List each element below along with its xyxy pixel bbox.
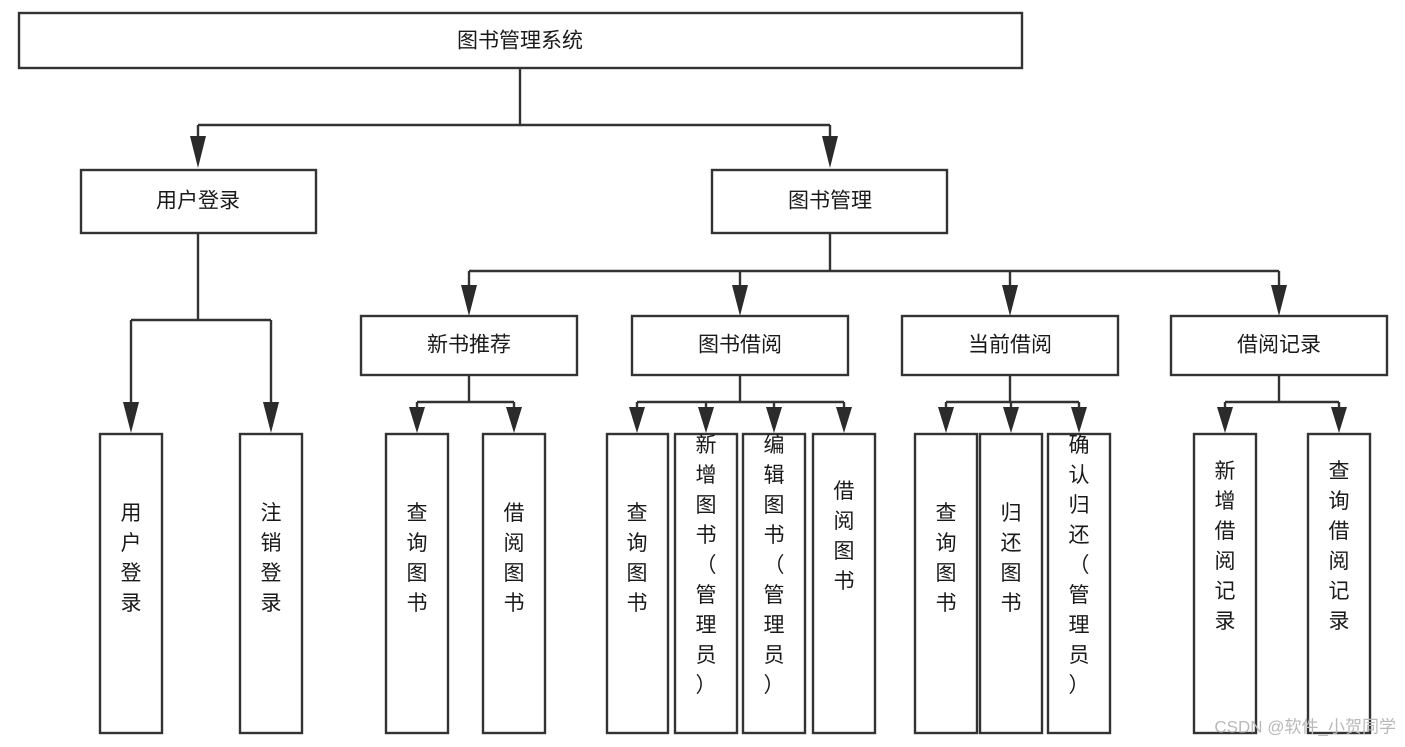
node-user-login[interactable]: 用户登录 [79, 168, 318, 235]
leaf-node[interactable]: 查询图书 [913, 432, 979, 735]
arrowhead-borrow-record [1271, 285, 1287, 316]
arrowhead-bb-leaf-3 [766, 407, 782, 433]
leaf-cb-return-book-box[interactable] [978, 432, 1044, 735]
node-current-borrow-label: 当前借阅 [968, 334, 1052, 357]
leaf-user-login-box[interactable] [98, 432, 164, 735]
node-new-book-recommend-label: 新书推荐 [427, 334, 511, 357]
leaf-node[interactable]: 编辑图书（管理员） [741, 432, 807, 735]
node-borrow-record[interactable]: 借阅记录 [1169, 314, 1389, 377]
leaf-node[interactable]: 借阅图书 [811, 432, 877, 735]
leaf-nb-query-book-box[interactable] [384, 432, 450, 735]
node-borrow-record-label: 借阅记录 [1237, 334, 1321, 357]
node-user-login-box[interactable] [79, 168, 318, 235]
leaf-bb-edit-book-label: 编辑图书（管理员） [764, 434, 785, 697]
arrowhead-bb-leaf-2 [698, 407, 714, 433]
leaf-user-login-label: 用户登录 [121, 502, 142, 615]
leaf-nb-query-book-label: 查询图书 [407, 502, 428, 615]
connector-group-borrow-record [1217, 375, 1347, 433]
node-book-management-label: 图书管理 [788, 190, 872, 213]
leaf-node[interactable]: 查询借阅记录 [1306, 432, 1372, 735]
arrowhead-nb-leaf-1 [409, 407, 425, 433]
leaf-node[interactable]: 新增借阅记录 [1192, 432, 1258, 735]
arrowhead-br-leaf-2 [1331, 407, 1347, 433]
connector-group-new-book [409, 375, 522, 433]
arrowhead-new-book [461, 285, 477, 316]
leaf-bb-edit-book-box[interactable] [741, 432, 807, 735]
leaf-node[interactable]: 查询图书 [384, 432, 450, 735]
node-root-box[interactable] [17, 11, 1024, 70]
arrowhead-br-leaf-1 [1217, 407, 1233, 433]
leaf-nb-borrow-book-box[interactable] [481, 432, 547, 735]
leaf-cb-confirm-return-label: 确认归还（管理员） [1069, 434, 1090, 697]
leaf-node[interactable]: 归还图书 [978, 432, 1044, 735]
node-root-label: 图书管理系统 [457, 30, 583, 53]
node-new-book-recommend[interactable]: 新书推荐 [359, 314, 579, 377]
leaf-node[interactable]: 新增图书（管理员） [673, 432, 739, 735]
node-book-borrow[interactable]: 图书借阅 [630, 314, 850, 377]
arrowhead-leaf-user-login [123, 402, 139, 433]
leaf-cb-confirm-return-box[interactable] [1046, 432, 1112, 735]
leaf-node[interactable]: 查询图书 [605, 432, 670, 735]
node-new-book-recommend-box[interactable] [359, 314, 579, 377]
node-current-borrow[interactable]: 当前借阅 [900, 314, 1120, 377]
node-book-borrow-box[interactable] [630, 314, 850, 377]
leaf-node[interactable]: 确认归还（管理员） [1046, 432, 1112, 735]
arrowhead-cb-leaf-2 [1003, 407, 1019, 433]
arrowhead-cb-leaf-1 [938, 407, 954, 433]
arrowhead-book-mgmt [822, 136, 838, 168]
leaf-node[interactable]: 注销登录 [238, 432, 304, 735]
arrowhead-current-borrow [1002, 285, 1018, 316]
leaf-br-add-record-box[interactable] [1192, 432, 1258, 735]
leaf-bb-query-book-box[interactable] [605, 432, 670, 735]
leaf-nb-borrow-book-label: 借阅图书 [504, 502, 525, 615]
arrowhead-leaf-logout [263, 402, 279, 433]
leaf-logout-box[interactable] [238, 432, 304, 735]
connector-group-book-mgmt [461, 233, 1287, 316]
leaf-node[interactable]: 借阅图书 [481, 432, 547, 735]
node-current-borrow-box[interactable] [900, 314, 1120, 377]
node-book-borrow-label: 图书借阅 [698, 334, 782, 357]
leaf-cb-return-book-label: 归还图书 [1001, 502, 1022, 615]
connector-group-current-borrow [938, 375, 1087, 433]
node-borrow-record-box[interactable] [1169, 314, 1389, 377]
arrowhead-nb-leaf-2 [506, 407, 522, 433]
leaf-br-query-record-box[interactable] [1306, 432, 1372, 735]
arrowhead-cb-leaf-3 [1071, 407, 1087, 433]
node-root[interactable]: 图书管理系统 [17, 11, 1024, 70]
leaf-br-query-record-label: 查询借阅记录 [1329, 460, 1350, 633]
node-user-login-label: 用户登录 [156, 190, 240, 213]
arrowhead-book-borrow [732, 285, 748, 316]
leaf-bb-add-book-box[interactable] [673, 432, 739, 735]
connector-group-user-login [123, 233, 279, 433]
leaf-bb-borrow-book-box[interactable] [811, 432, 877, 735]
arrowhead-user-login [190, 136, 206, 168]
watermark-label: CSDN @软件_小贺同学 [1214, 717, 1396, 736]
leaf-bb-add-book-label: 新增图书（管理员） [696, 434, 717, 697]
connector-group-root [190, 68, 838, 168]
node-book-management-box[interactable] [710, 168, 949, 235]
leaf-logout-label: 注销登录 [261, 502, 282, 615]
leaf-br-add-record-label: 新增借阅记录 [1215, 460, 1236, 633]
connector-group-book-borrow [629, 375, 852, 433]
leaf-node[interactable]: 用户登录 [98, 432, 164, 735]
leaf-bb-query-book-label: 查询图书 [627, 502, 648, 615]
node-book-management[interactable]: 图书管理 [710, 168, 949, 235]
arrowhead-bb-leaf-1 [629, 407, 645, 433]
arrowhead-bb-leaf-4 [836, 407, 852, 433]
leaf-bb-borrow-book-label: 借阅图书 [834, 480, 855, 593]
leaf-cb-query-book-box[interactable] [913, 432, 979, 735]
leaf-cb-query-book-label: 查询图书 [936, 502, 957, 615]
